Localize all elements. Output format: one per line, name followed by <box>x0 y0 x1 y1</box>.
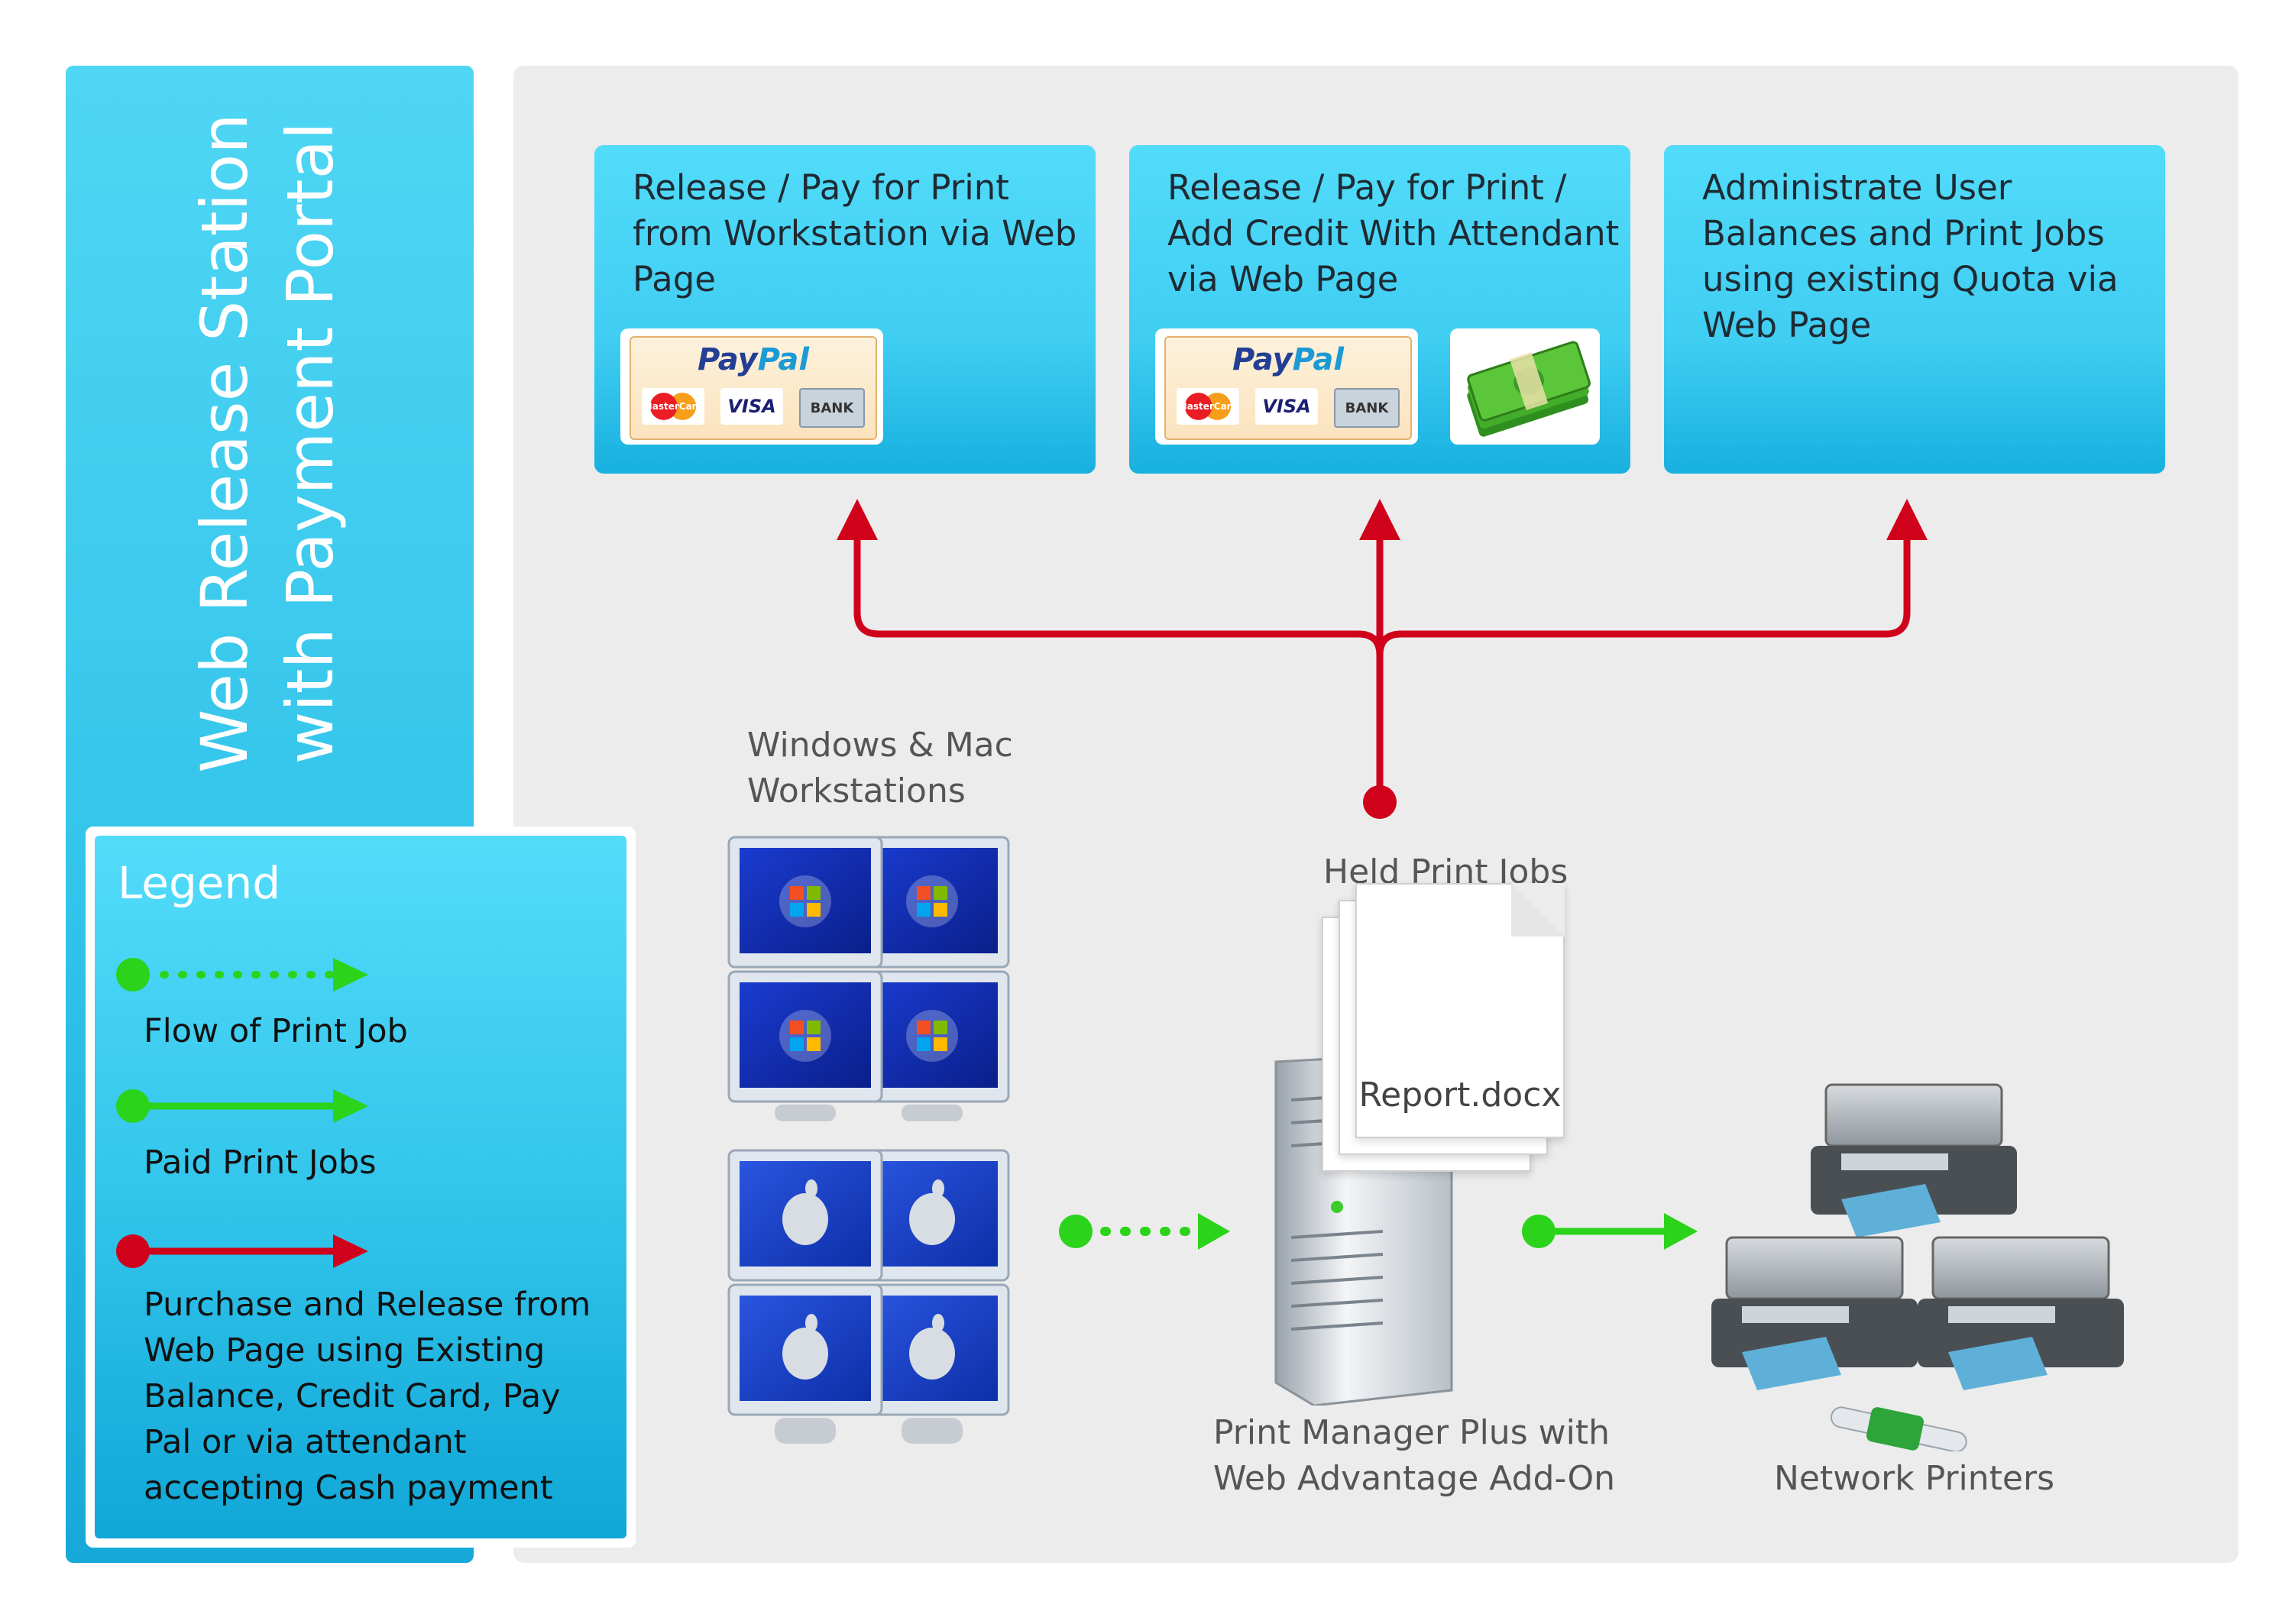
legend-label-paid: Paid Print Jobs <box>144 1144 377 1182</box>
red-arrow-origin-dot <box>1363 785 1397 819</box>
legend-dotted-green-icon <box>116 958 368 992</box>
red-arrow-right <box>1376 499 1928 659</box>
mastercard-logo: MasterCard <box>1177 388 1239 425</box>
legend-solid-green-icon <box>116 1089 368 1123</box>
windows-monitor-icon <box>854 836 1010 969</box>
legend-swatches <box>116 958 368 1268</box>
legend-label-purchase: Purchase and Release from Web Page using… <box>144 1286 591 1507</box>
server-label: Print Manager Plus with Web Advantage Ad… <box>1213 1413 1616 1498</box>
mastercard-logo: MasterCard <box>642 388 704 425</box>
printer-icon <box>1711 1236 1918 1390</box>
network-connector-icon <box>1831 1406 1967 1451</box>
legend-label-flow: Flow of Print Job <box>144 1012 408 1050</box>
mac-monitor-icon <box>727 1283 883 1444</box>
printer-icon <box>1811 1083 2017 1237</box>
cash-badge <box>1450 328 1600 445</box>
legend: Legend Flow of Print Job Paid Print Jobs… <box>95 836 626 1538</box>
printer-icon <box>1918 1236 2124 1390</box>
windows-monitor-icon <box>854 970 1010 1121</box>
paypal-logo: PayPal <box>697 342 810 377</box>
card-text: Administrate User Balances and Print Job… <box>1702 167 2119 345</box>
card-release-workstation[interactable]: Release / Pay for Print from Workstation… <box>594 145 1096 474</box>
paypal-logo: PayPal <box>1232 342 1345 377</box>
flow-print-job-arrow <box>1059 1213 1230 1250</box>
card-text: Release / Pay for Print from Workstation… <box>633 167 1077 299</box>
windows-monitor-icon <box>727 836 883 969</box>
document-icon: Report.docx <box>1355 883 1565 1138</box>
document-name: Report.docx <box>1358 1076 1562 1114</box>
visa-logo: VISA <box>720 388 783 425</box>
paypal-badge: PayPal MasterCard VISA BANK <box>1155 328 1418 445</box>
bank-logo: BANK <box>799 388 865 428</box>
legend-title: Legend <box>118 857 281 909</box>
workstations-group <box>727 836 1010 1444</box>
card-administrate[interactable]: Administrate User Balances and Print Job… <box>1664 145 2165 474</box>
card-text: Release / Pay for Print / Add Credit Wit… <box>1167 167 1620 299</box>
legend-solid-red-icon <box>116 1234 368 1268</box>
bank-logo: BANK <box>1334 388 1400 428</box>
mac-monitor-icon <box>854 1149 1010 1282</box>
cash-icon <box>1467 341 1591 437</box>
windows-monitor-icon <box>727 970 883 1121</box>
paid-print-jobs-arrow <box>1522 1213 1698 1250</box>
visa-logo: VISA <box>1255 388 1318 425</box>
card-release-attendant[interactable]: Release / Pay for Print / Add Credit Wit… <box>1129 145 1630 474</box>
printers-label: Network Printers <box>1774 1459 2054 1498</box>
mac-monitor-icon <box>854 1283 1010 1444</box>
mac-monitor-icon <box>727 1149 883 1282</box>
workstations-label: Windows & Mac Workstations <box>747 726 1013 810</box>
printers-group <box>1711 1083 2124 1451</box>
paypal-badge: PayPal MasterCard VISA BANK <box>620 328 883 445</box>
